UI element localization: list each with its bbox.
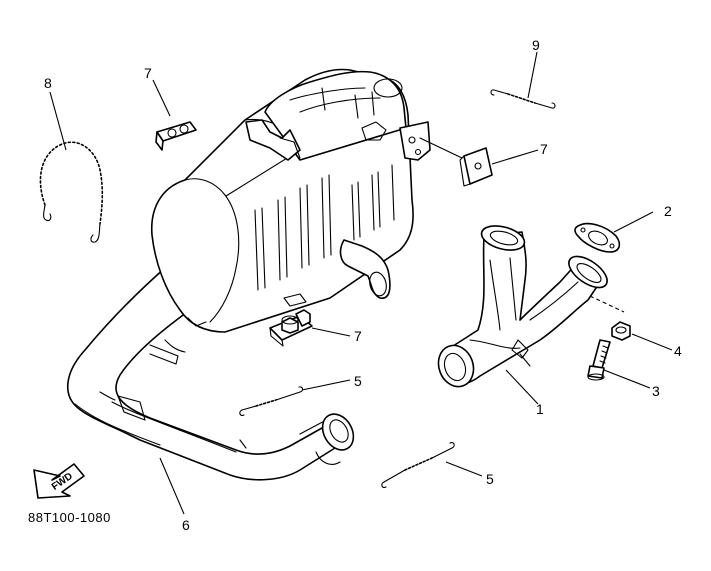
callout-6: 6 [182,517,190,533]
callout-7-right: 7 [540,141,548,157]
callout-9: 9 [532,37,540,53]
damper-rubber-right [419,137,493,187]
callout-5-lower: 5 [486,471,494,487]
damper-rubber-bottom [269,309,313,347]
callout-labels: 8 7 9 7 2 4 3 1 7 5 5 6 [44,37,682,533]
bolt [587,339,611,381]
callout-7-bottom: 7 [354,328,362,344]
damper-rubber-top [155,121,197,151]
callout-2: 2 [664,203,672,219]
callout-4: 4 [674,343,682,359]
nut [611,321,631,341]
short-spring-top [490,89,556,109]
short-spring-lower [381,442,455,488]
leader-lines [49,51,673,515]
long-spring [39,141,104,243]
gasket [574,222,621,253]
part-code: 88T100-1080 [28,510,111,525]
muffler [150,68,431,333]
exhaust-pipe [66,267,355,481]
callout-5-middle: 5 [354,373,362,389]
fwd-arrow-icon: FWD [33,463,85,499]
callout-7-top: 7 [144,65,152,81]
manifold-pipe [437,225,625,388]
short-spring-middle [239,386,304,416]
callout-3: 3 [652,383,660,399]
callout-8: 8 [44,75,52,91]
callout-1: 1 [536,401,544,417]
